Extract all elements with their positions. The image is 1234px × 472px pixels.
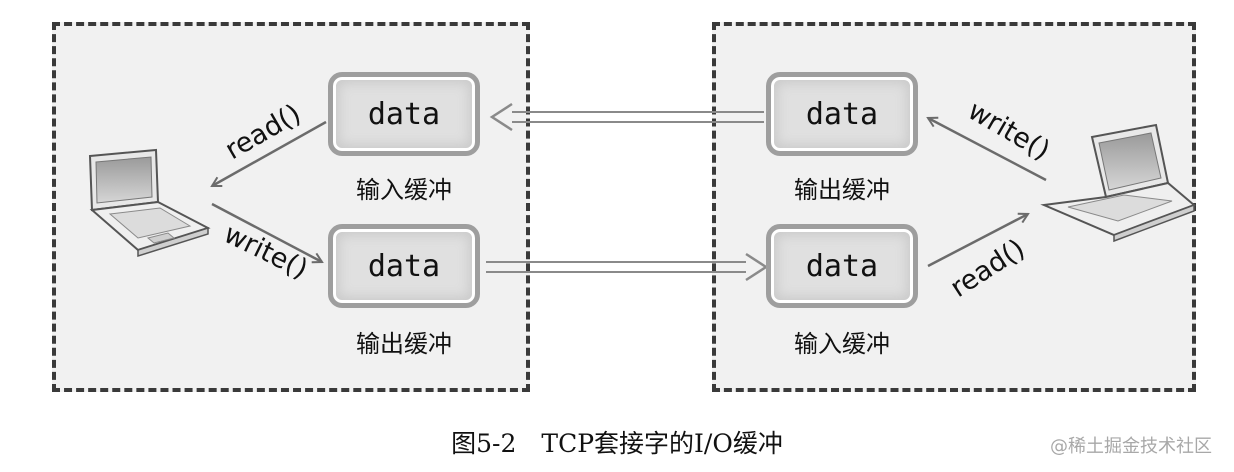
buffer-data-text: data <box>805 248 879 284</box>
watermark: @稀土掘金技术社区 <box>1050 436 1212 457</box>
transfer-arrow-to-left <box>489 102 764 132</box>
laptop-icon <box>88 148 211 258</box>
figure-caption: 图5-2 TCP套接字的I/O缓冲 <box>451 429 783 458</box>
read-label-right: read() <box>945 233 1031 304</box>
read-arrow-left <box>212 120 327 188</box>
buffer-data-text: data <box>367 248 441 284</box>
input-buffer-left: data <box>328 72 480 156</box>
buffer-data-text: data <box>805 96 879 132</box>
write-label-left: write() <box>219 218 313 285</box>
output-buffer-label-left: 输出缓冲 <box>356 330 452 358</box>
input-buffer-right: data <box>766 224 918 308</box>
write-label-right: write() <box>963 95 1056 166</box>
input-buffer-label-left: 输入缓冲 <box>356 176 452 204</box>
laptop-icon <box>1040 123 1196 243</box>
output-buffer-label-right: 输出缓冲 <box>794 176 890 204</box>
input-buffer-label-right: 输入缓冲 <box>794 330 890 358</box>
transfer-arrow-to-right <box>486 252 769 282</box>
write-arrow-left <box>211 202 322 262</box>
read-arrow-right <box>927 214 1028 268</box>
output-buffer-left: data <box>328 224 480 308</box>
buffer-data-text: data <box>367 96 441 132</box>
write-arrow-right <box>928 118 1047 182</box>
output-buffer-right: data <box>766 72 918 156</box>
